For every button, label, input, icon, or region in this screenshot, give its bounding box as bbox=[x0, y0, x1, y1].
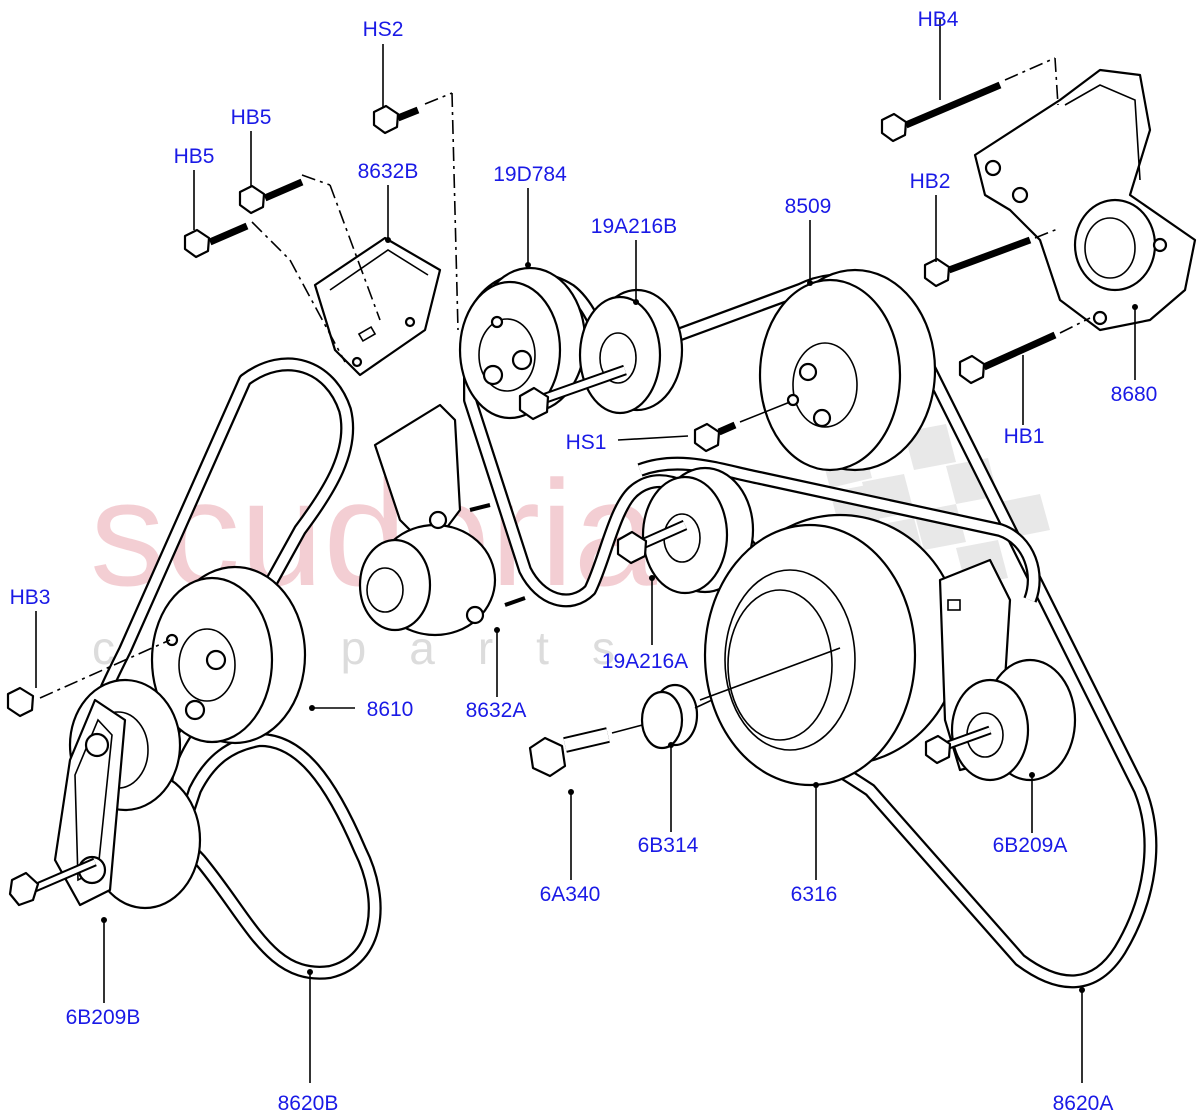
label-19a216b: 19A216B bbox=[591, 215, 677, 238]
leader-lines bbox=[35, 18, 1138, 1083]
idler-19d784 bbox=[458, 266, 587, 420]
part-labels: HS2 HB5 HB5 8632B 19D784 19A216B 8509 HB… bbox=[10, 8, 1158, 1115]
label-8632b: 8632B bbox=[358, 160, 419, 183]
label-hs1: HS1 bbox=[566, 431, 607, 454]
bolt-hb1 bbox=[958, 317, 1091, 385]
crank-pulley-6316 bbox=[699, 513, 962, 787]
label-8632a: 8632A bbox=[466, 699, 527, 722]
bolt-hb5-upper bbox=[238, 174, 381, 321]
pulley-8509 bbox=[758, 268, 937, 472]
bolt-hs1 bbox=[693, 401, 791, 453]
label-8610: 8610 bbox=[367, 698, 414, 721]
label-hb4: HB4 bbox=[918, 8, 959, 31]
label-6b314: 6B314 bbox=[638, 834, 699, 857]
tensioner-6b209a bbox=[924, 558, 1077, 782]
label-hb5-upper: HB5 bbox=[231, 106, 272, 129]
tensioner-8632a bbox=[358, 403, 526, 637]
bolt-hs2 bbox=[372, 92, 459, 331]
label-8509: 8509 bbox=[785, 195, 832, 218]
idler-19a216b bbox=[518, 288, 684, 421]
label-6b209a: 6B209A bbox=[993, 834, 1068, 857]
bolt-hb5-lower bbox=[183, 221, 346, 363]
bracket-8680 bbox=[973, 68, 1197, 332]
label-8620a: 8620A bbox=[1053, 1092, 1114, 1115]
label-6b209b: 6B209B bbox=[66, 1006, 141, 1029]
pulley-8610 bbox=[150, 565, 307, 745]
label-hb2: HB2 bbox=[910, 170, 951, 193]
label-6a340: 6A340 bbox=[540, 883, 601, 906]
label-hb3: HB3 bbox=[10, 586, 51, 609]
label-19a216a: 19A216A bbox=[602, 650, 688, 673]
label-hs2: HS2 bbox=[363, 18, 404, 41]
idler-19a216a bbox=[616, 466, 755, 595]
spacer-6b314 bbox=[640, 683, 713, 750]
label-6316: 6316 bbox=[791, 883, 838, 906]
bolt-6a340 bbox=[528, 722, 651, 778]
bracket-8632b bbox=[313, 236, 442, 377]
bolt-hb4 bbox=[880, 57, 1059, 143]
label-hb1: HB1 bbox=[1004, 425, 1045, 448]
label-8620b: 8620B bbox=[278, 1092, 339, 1115]
bolt-6b209b bbox=[8, 857, 97, 907]
label-19d784: 19D784 bbox=[493, 163, 567, 186]
bolt-hb3 bbox=[6, 639, 171, 718]
tensioner-6b209b bbox=[53, 678, 202, 910]
label-hb5-lower: HB5 bbox=[174, 145, 215, 168]
label-8680: 8680 bbox=[1111, 383, 1158, 406]
bolt-hb2 bbox=[923, 227, 1061, 288]
